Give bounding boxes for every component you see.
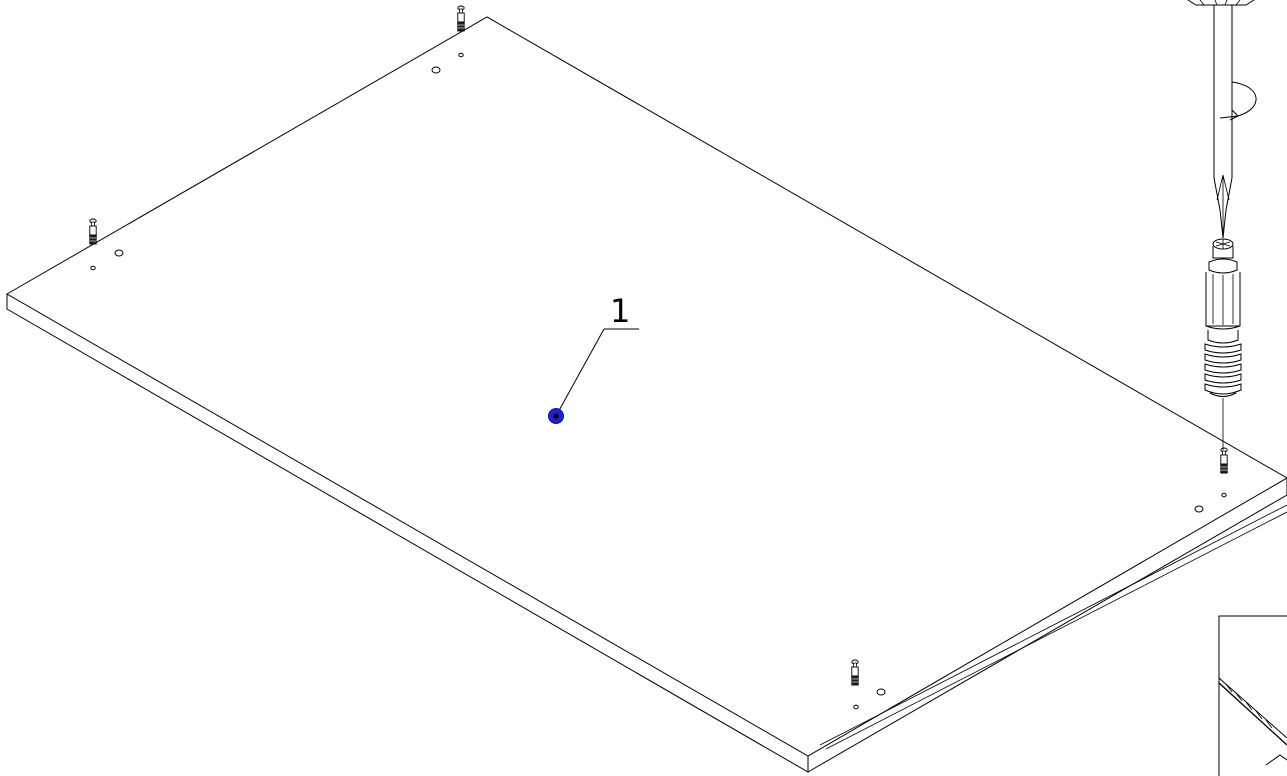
rotate-arrow-icon bbox=[1219, 81, 1257, 121]
hole bbox=[90, 265, 96, 271]
panel bbox=[5, 16, 1287, 773]
detail-view-frame bbox=[1218, 615, 1287, 776]
part-callout: 1 bbox=[548, 292, 639, 424]
cam-dowel-icon bbox=[457, 5, 465, 32]
cam-bolt-icon bbox=[1204, 238, 1242, 450]
panel-groove-line bbox=[819, 504, 1287, 746]
hole bbox=[431, 66, 441, 74]
cam-dowel-icon bbox=[1220, 447, 1228, 474]
panel-edge-right bbox=[807, 478, 1287, 773]
hole bbox=[853, 704, 859, 710]
hole bbox=[458, 52, 464, 58]
hole bbox=[876, 688, 886, 696]
panel-edge-left bbox=[6, 294, 809, 773]
screwdriver-icon bbox=[1187, 0, 1255, 239]
panel-holes bbox=[90, 52, 1227, 710]
panel-groove-line bbox=[825, 511, 1287, 750]
hole bbox=[1221, 492, 1227, 498]
hole bbox=[114, 249, 124, 257]
hole bbox=[1194, 505, 1204, 513]
callout-leader bbox=[555, 328, 605, 417]
panel-top-face bbox=[5, 16, 1287, 757]
cam-dowel-icon bbox=[89, 218, 97, 245]
callout-number: 1 bbox=[610, 292, 630, 330]
cam-dowel-icon bbox=[851, 659, 859, 686]
